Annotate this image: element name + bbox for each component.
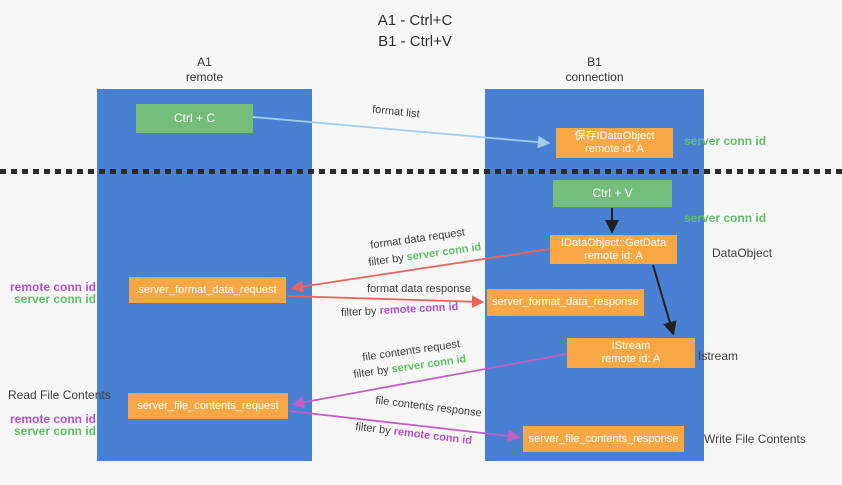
server-file-contents-response-box: server_file_contents_response [523, 426, 684, 452]
save-idataobject-box: 保存IDataObject remote id: A [556, 128, 673, 158]
filter-by-text: filter by [340, 305, 377, 320]
istream-line2: remote id: A [601, 353, 661, 365]
read-file-contents-label: Read File Contents [8, 388, 111, 402]
lane-header-b1: B1 connection [485, 55, 704, 85]
save-idataobject-line1: 保存IDataObject [574, 130, 655, 142]
lane-b1-sub: connection [565, 70, 624, 84]
remote-conn-id-left-1: remote conn id [9, 280, 96, 294]
filter-by-remote-conn-id-label-2: filter by remote conn id [355, 421, 473, 447]
remote-conn-id-text: remote conn id [392, 425, 473, 448]
remote-conn-id-text: remote conn id [379, 300, 459, 318]
filter-by-text: filter by [354, 420, 392, 438]
lane-a1-name: A1 [197, 55, 212, 69]
server-file-contents-request-box: server_file_contents_request [128, 393, 288, 419]
title-line-1: A1 - Ctrl+C [377, 12, 453, 29]
lane-a1-sub: remote [185, 70, 224, 84]
getdata-line2: remote id: A [584, 249, 643, 262]
server-conn-id-left-2: server conn id [13, 424, 96, 438]
filter-by-text: filter by [367, 252, 405, 269]
format-data-response-label: format data response [367, 283, 471, 295]
ctrl-v-box: Ctrl + V [553, 180, 672, 207]
title-line-2: B1 - Ctrl+V [378, 33, 452, 50]
server-format-data-response-box: server_format_data_response [487, 289, 644, 316]
dataobject-side-label: DataObject [712, 246, 773, 260]
ctrl-c-box: Ctrl + C [136, 104, 253, 133]
format-response-label: server_format_data_response [492, 296, 639, 308]
write-file-contents-label: Write File Contents [704, 432, 806, 446]
server-conn-id-right-mid: server conn id [684, 211, 767, 225]
istream-side-label: Istream [698, 349, 739, 363]
remote-conn-id-left-2: remote conn id [9, 412, 96, 426]
save-idataobject-line2: remote id: A [585, 143, 644, 155]
ctrl-v-label: Ctrl + V [592, 186, 633, 200]
session-separator-dotted-line [0, 169, 842, 174]
server-format-data-request-box: server_format_data_request [129, 277, 286, 303]
file-request-label: server_file_contents_request [137, 399, 279, 412]
format-list-label: format list [371, 103, 421, 121]
filter-by-text: filter by [352, 364, 390, 381]
format-request-label: server_format_data_request [138, 283, 277, 296]
lane-header-a1: A1 remote [97, 55, 312, 85]
diagram-title: A1 - Ctrl+C B1 - Ctrl+V [300, 10, 530, 52]
server-conn-id-right-top: server conn id [684, 134, 767, 148]
file-contents-response-label: file contents response [374, 394, 483, 420]
getdata-line1: IDataObject::GetData [560, 236, 667, 249]
server-conn-id-left-1: server conn id [13, 292, 96, 306]
file-response-label: server_file_contents_response [528, 432, 679, 445]
istream-line1: IStream [611, 340, 651, 352]
ctrl-c-label: Ctrl + C [173, 111, 215, 125]
filter-by-remote-conn-id-label-1: filter by remote conn id [341, 301, 459, 319]
idataobject-getdata-box: IDataObject::GetData remote id: A [550, 235, 677, 264]
lane-b1-name: B1 [587, 55, 602, 69]
istream-box: IStream remote id: A [567, 338, 695, 368]
